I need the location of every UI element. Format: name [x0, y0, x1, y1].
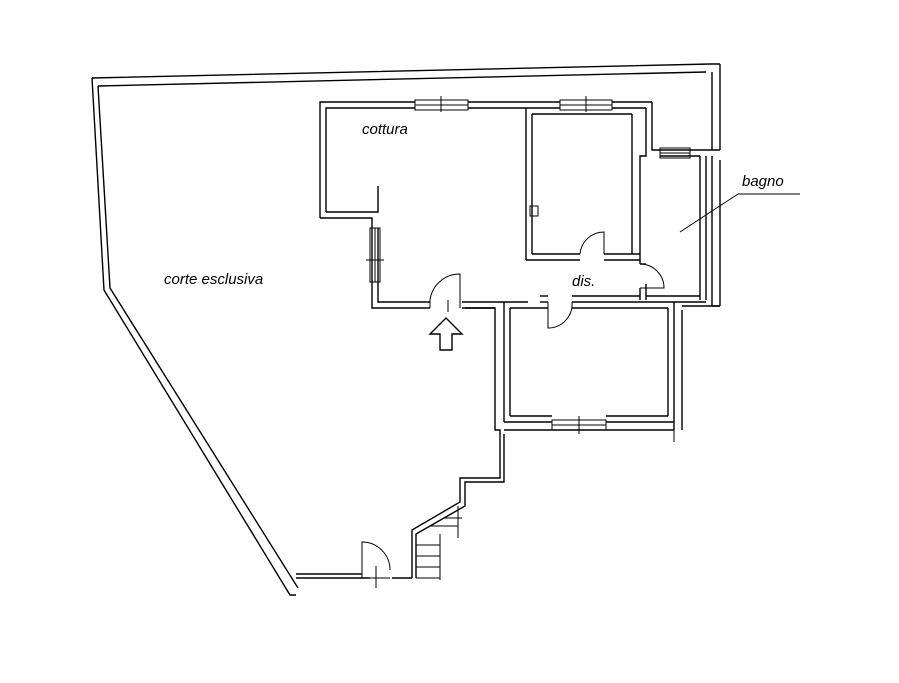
windows [366, 96, 691, 434]
courtyard-boundary [91, 63, 720, 596]
doors [429, 205, 665, 329]
courtyard-gate [361, 541, 391, 588]
stair [415, 505, 466, 580]
entrance-arrow-icon [428, 317, 464, 351]
label-cottura: cottura [362, 121, 408, 138]
label-corte-esclusiva: corte esclusiva [164, 271, 263, 288]
bagno-leader [679, 193, 800, 233]
stepped-wall [411, 307, 505, 578]
label-bagno: bagno [742, 173, 784, 190]
label-dis: dis. [572, 273, 595, 290]
apartment-walls [319, 64, 721, 442]
